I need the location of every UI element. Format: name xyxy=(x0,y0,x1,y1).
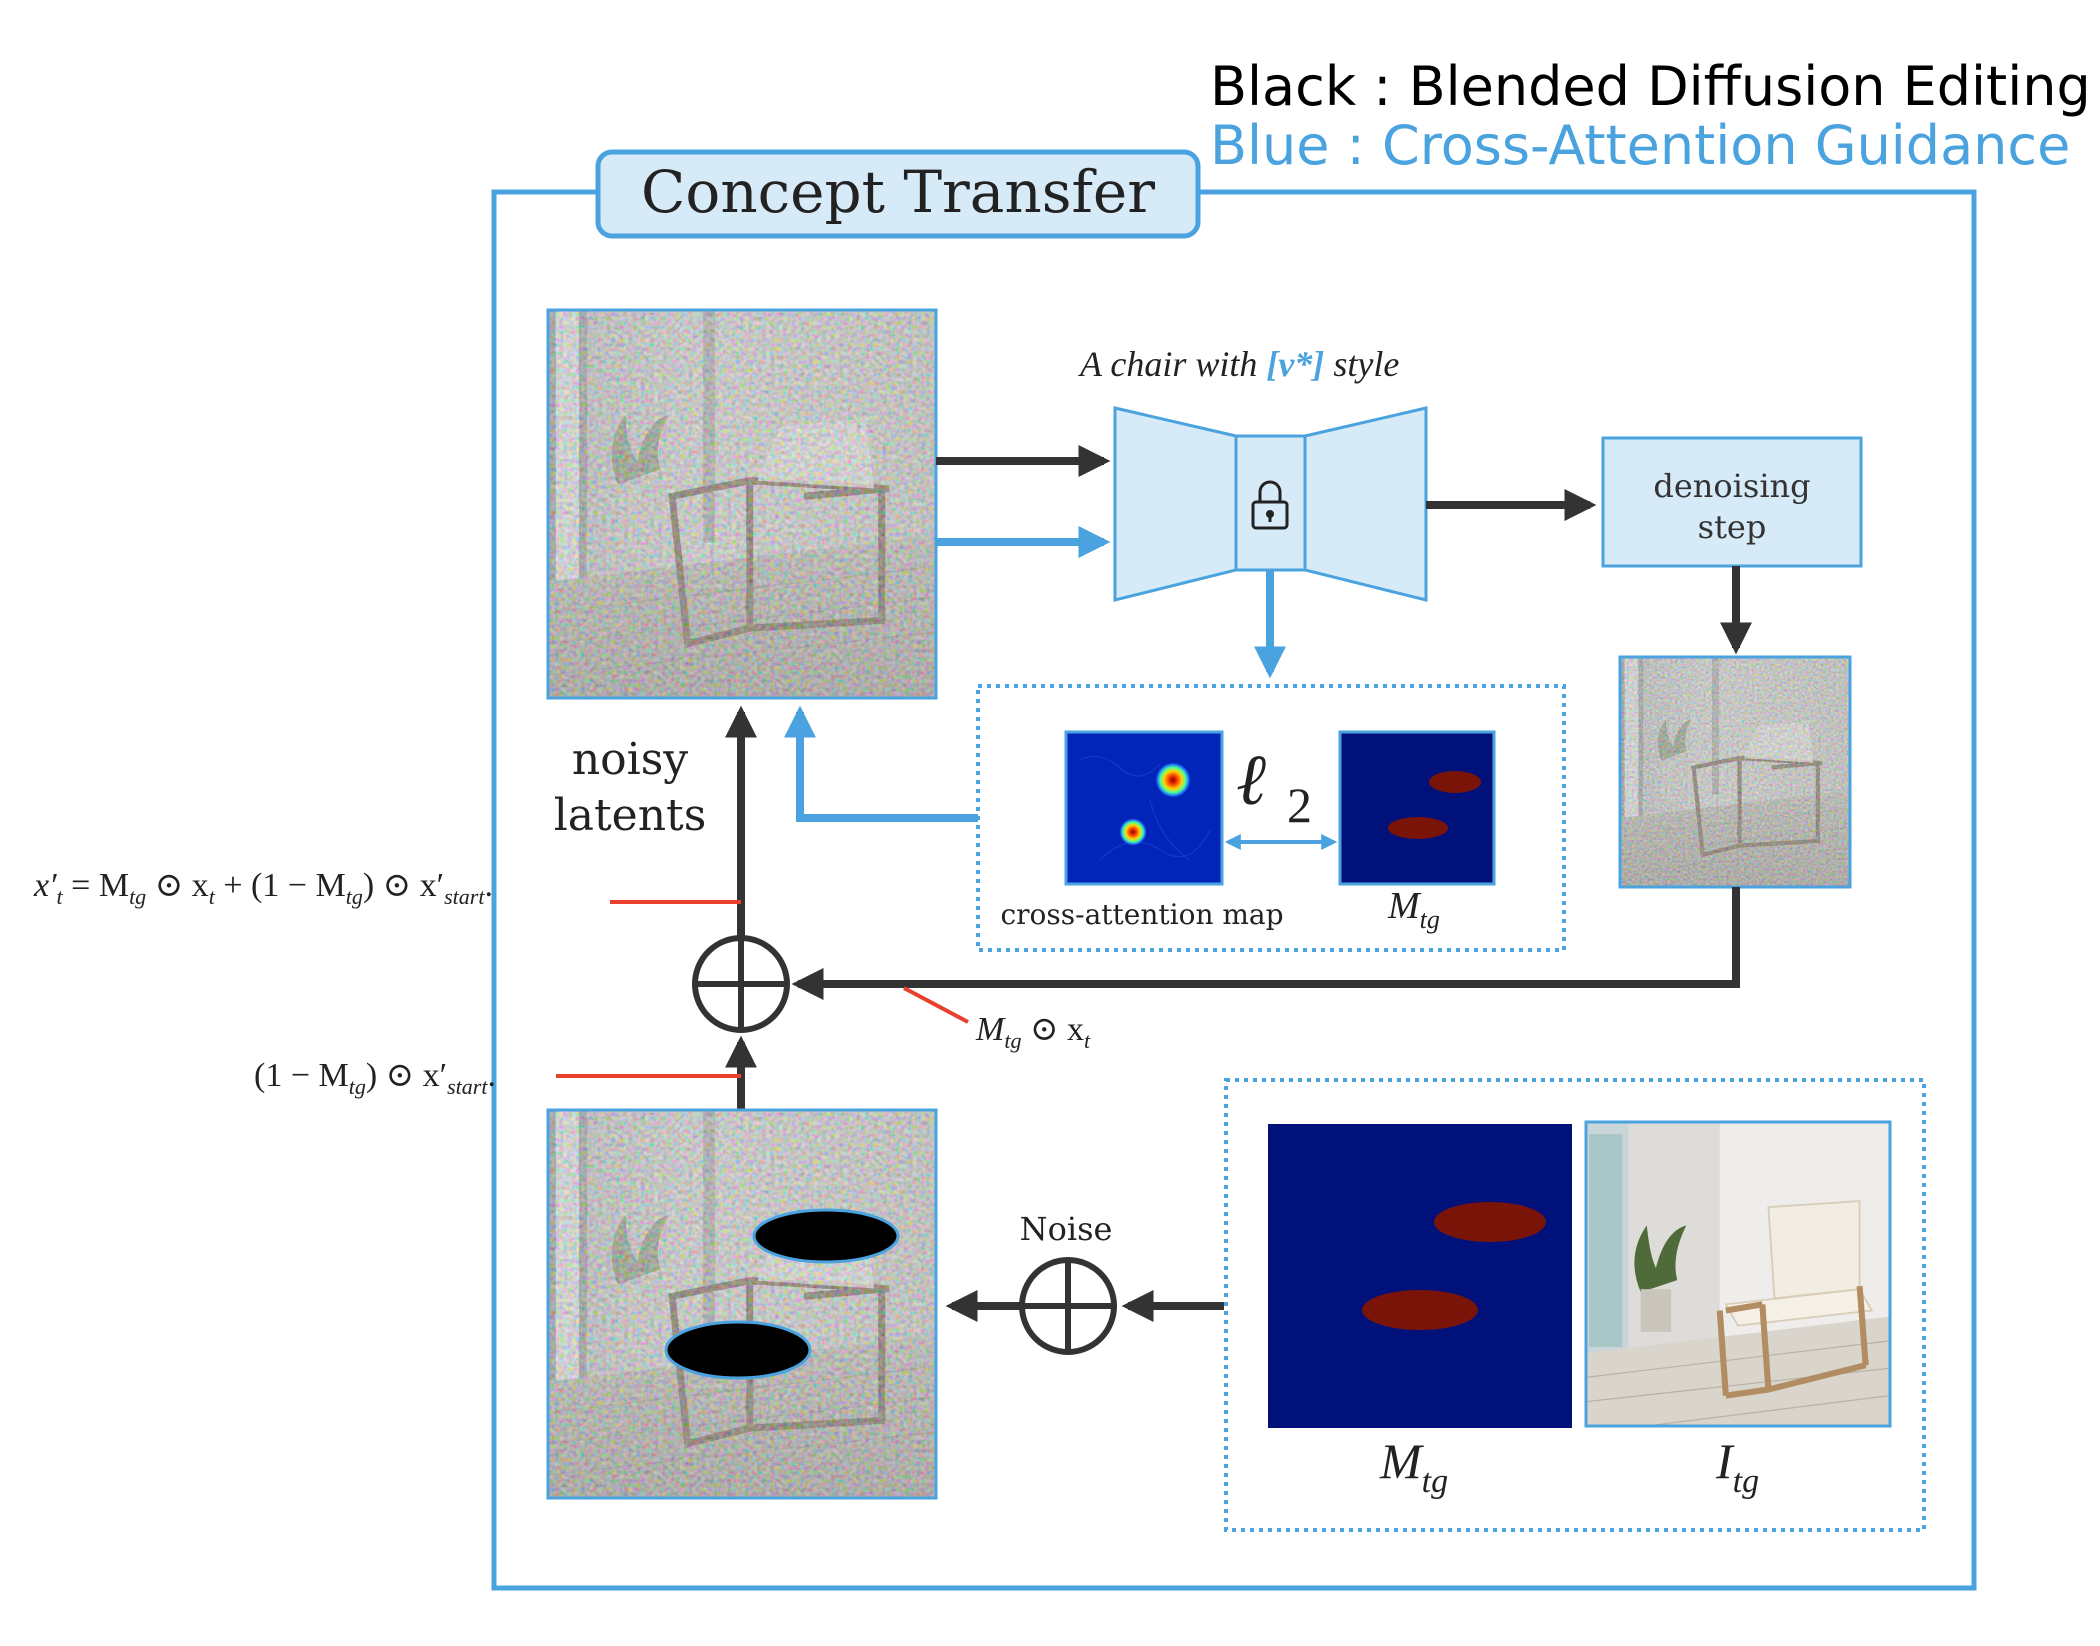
noise-label: Noise xyxy=(1020,1210,1113,1248)
blend-oplus-icon xyxy=(692,935,790,1033)
noisy-latents-image xyxy=(546,308,938,700)
target-mask-small xyxy=(1338,730,1496,886)
noise-oplus-icon xyxy=(1019,1257,1117,1355)
mask-blob-bottom xyxy=(664,1320,812,1380)
prompt-text: A chair with [v*] style xyxy=(1078,344,1399,384)
l2-loss-subscript: 2 xyxy=(1287,777,1312,833)
target-image xyxy=(1584,1120,1892,1428)
noisy-latents-line1: noisy xyxy=(572,734,688,785)
equation-bottom: (1 − Mtg) ⊙ x′start. xyxy=(254,1057,496,1099)
denoised-latents-image xyxy=(1618,655,1852,889)
outer-frame xyxy=(491,189,1977,1591)
equation-mid: Mtg ⊙ xt xyxy=(975,1011,1091,1053)
target-mask-large-label: Mtg xyxy=(1379,1433,1448,1500)
equation-top: x′t = Mtg ⊙ xt + (1 − Mtg) ⊙ x′start. xyxy=(33,867,493,909)
title-tab xyxy=(595,149,1201,239)
eq-mid-pointer xyxy=(903,986,969,1024)
cross-attention-map xyxy=(1064,730,1224,886)
target-input-box xyxy=(1224,1078,1926,1532)
arrow-output-to-blend xyxy=(791,887,1740,1000)
legend-blue-text: Blue : Cross-Attention Guidance xyxy=(1210,114,2070,177)
lock-icon xyxy=(1251,480,1289,530)
diagram-title: Concept Transfer xyxy=(641,158,1155,226)
arrow-attention-feedback xyxy=(784,705,978,822)
mask-blob-top xyxy=(752,1208,900,1264)
target-image-label: Itg xyxy=(1715,1433,1759,1500)
masked-noisy-image xyxy=(546,1108,938,1500)
denoising-step-box xyxy=(1601,436,1863,568)
denoising-step-line2: step xyxy=(1698,508,1767,546)
denoising-step-line1: denoising xyxy=(1653,467,1810,505)
legend-black-text: Black : Blended Diffusion Editing xyxy=(1210,55,2091,118)
target-mask-large xyxy=(1268,1124,1572,1428)
l2-loss-label: ℓ xyxy=(1236,740,1266,820)
target-mask-small-label: Mtg xyxy=(1387,885,1440,934)
unet-model xyxy=(1113,406,1428,602)
prompt-token: [v*] xyxy=(1266,344,1324,384)
noisy-latents-line2: latents xyxy=(554,790,707,841)
cross-attention-caption: cross-attention map xyxy=(1000,898,1283,931)
